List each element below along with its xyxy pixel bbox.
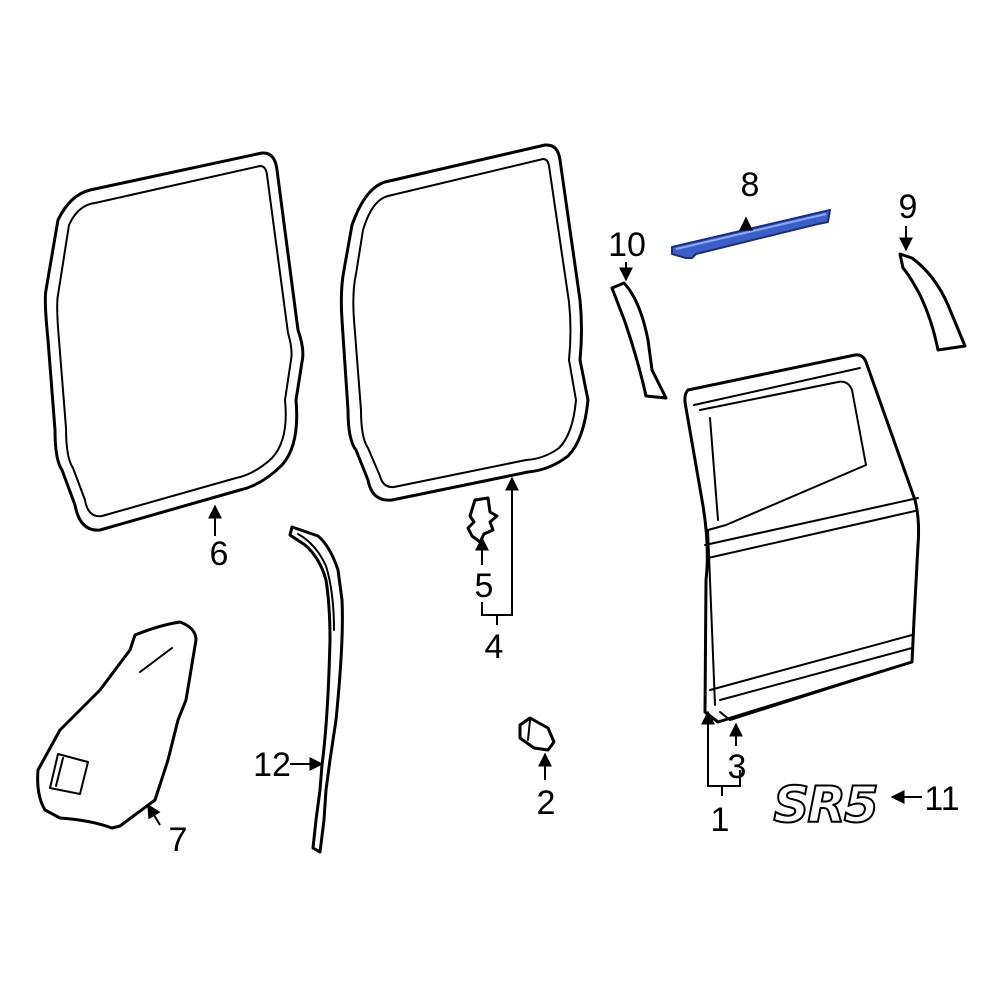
- part-1-door-shell[interactable]: [683, 353, 921, 724]
- callout-5: 5: [475, 567, 494, 605]
- callout-2: 2: [537, 784, 556, 822]
- part-5-clip[interactable]: [466, 496, 499, 544]
- callout-8: 8: [741, 166, 760, 204]
- part-10-pillar-trim[interactable]: [610, 281, 668, 400]
- part-12-run-channel[interactable]: [288, 525, 344, 854]
- callout-6: 6: [210, 535, 229, 573]
- callout-1: 1: [711, 801, 730, 839]
- callout-9: 9: [899, 188, 918, 226]
- part-4-door-weatherstrip[interactable]: [339, 143, 590, 502]
- callout-7: 7: [169, 821, 188, 859]
- callout-labels: 6 8 10 9 5 4 7 12 2 3 1 11: [169, 166, 960, 859]
- part-8-belt-molding-highlighted[interactable]: [671, 209, 831, 259]
- part-7-trim-panel[interactable]: [36, 620, 198, 830]
- callout-12: 12: [253, 746, 291, 784]
- part-6-door-weatherstrip[interactable]: [43, 151, 305, 532]
- part-2-plug[interactable]: [518, 716, 556, 752]
- callout-11: 11: [924, 780, 959, 818]
- part-3-seal-strip[interactable]: [719, 661, 913, 721]
- callout-10: 10: [608, 226, 646, 264]
- callout-3: 3: [728, 748, 747, 786]
- callout-4: 4: [485, 628, 504, 666]
- part-9-pillar-trim[interactable]: [898, 252, 967, 352]
- belt-molding-shape: [671, 209, 831, 259]
- part-11-emblem[interactable]: SR5: [772, 775, 880, 835]
- emblem-text: SR5: [773, 776, 877, 834]
- leader-lines: [147, 216, 922, 826]
